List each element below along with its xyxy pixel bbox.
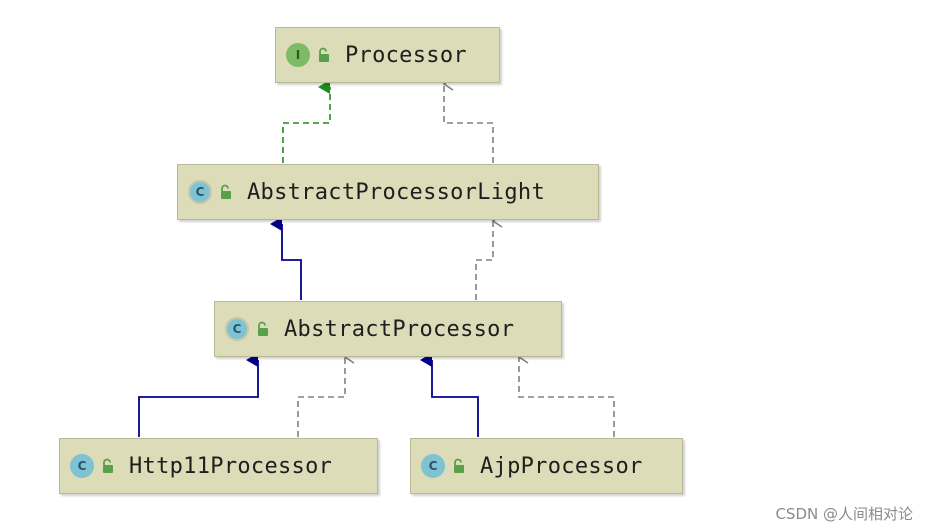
edge-abstract-processor-light-dependency-processor	[442, 77, 494, 163]
edge-abstract-processor-light-implements-processor	[282, 80, 331, 163]
node-abstract-processor-light[interactable]: C AbstractProcessorLight	[177, 164, 599, 220]
unlock-icon	[103, 458, 113, 473]
unlock-icon	[221, 184, 231, 199]
node-label: Processor	[345, 42, 467, 68]
node-abstract-processor[interactable]: C AbstractProcessor	[214, 301, 562, 357]
abstract-class-icon: C	[188, 180, 212, 204]
edge-http11-processor-dependency-abstract-processor	[297, 350, 355, 437]
node-ajp-processor[interactable]: C AjpProcessor	[410, 438, 683, 494]
edge-http11-processor-extends-abstract-processor	[138, 353, 259, 437]
node-label: AbstractProcessorLight	[247, 179, 545, 205]
unlock-icon	[258, 321, 268, 336]
class-icon: C	[70, 454, 94, 478]
node-label: Http11Processor	[129, 453, 333, 479]
unlock-icon	[454, 458, 464, 473]
edge-abstract-processor-dependency-abstract-processor-light	[475, 214, 503, 300]
class-icon: C	[421, 454, 445, 478]
edge-abstract-processor-extends-abstract-processor-light	[270, 217, 302, 300]
node-processor[interactable]: I Processor	[275, 27, 500, 83]
edge-ajp-processor-extends-abstract-processor	[420, 353, 479, 437]
unlock-icon	[319, 47, 329, 62]
node-label: AjpProcessor	[480, 453, 643, 479]
watermark: CSDN @人间相对论	[775, 505, 913, 523]
node-label: AbstractProcessor	[284, 316, 515, 342]
node-http11-processor[interactable]: C Http11Processor	[59, 438, 378, 494]
interface-icon: I	[286, 43, 310, 67]
edge-ajp-processor-dependency-abstract-processor	[517, 350, 615, 437]
abstract-class-icon: C	[225, 317, 249, 341]
